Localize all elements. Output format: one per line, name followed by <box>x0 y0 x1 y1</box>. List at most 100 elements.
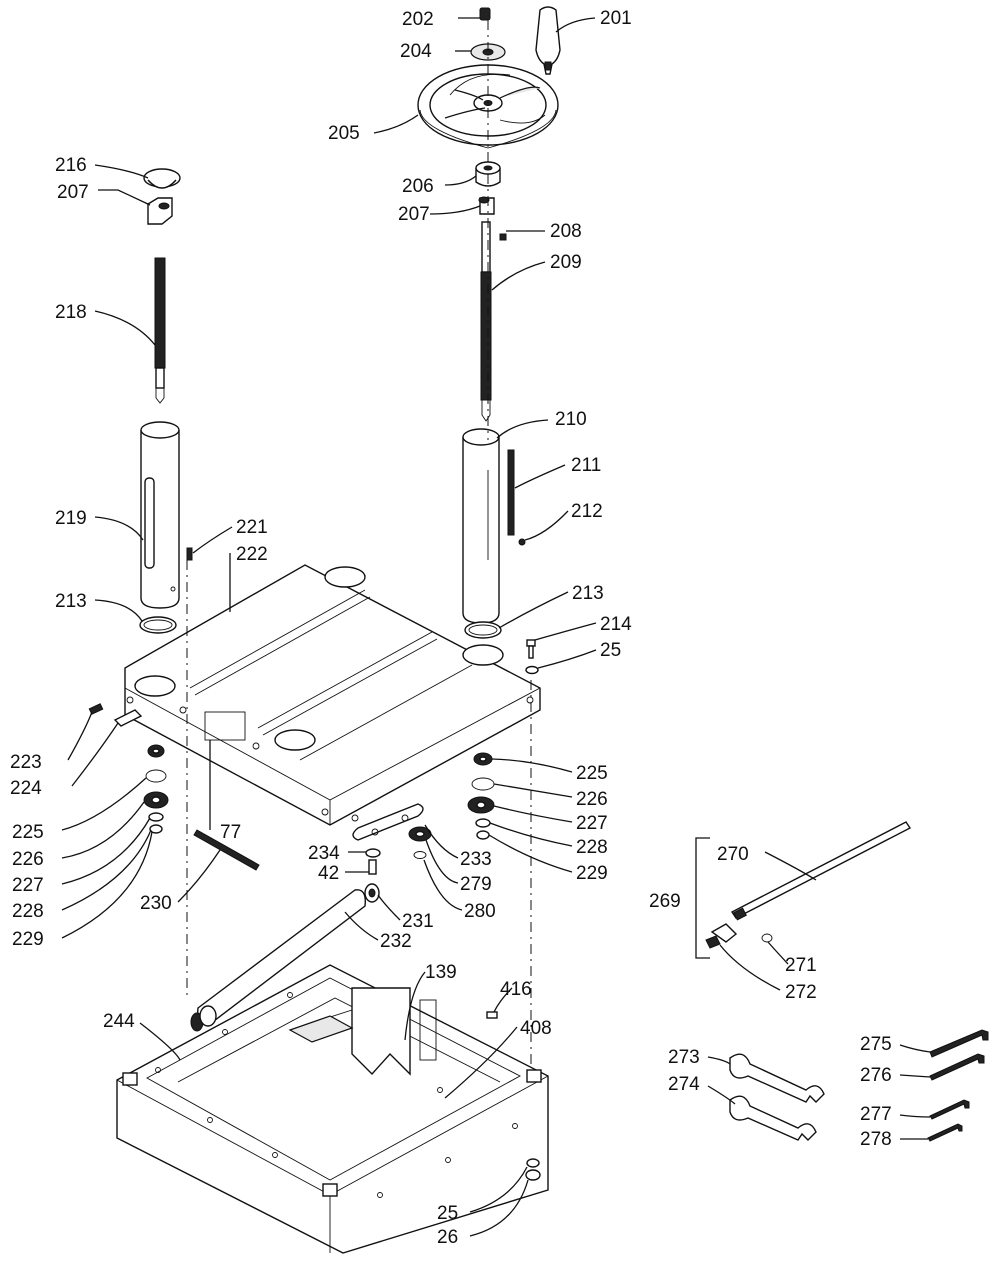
label-221: 221 <box>236 517 268 538</box>
label-208: 208 <box>550 221 582 242</box>
nut-229-left <box>149 824 163 834</box>
label-210: 210 <box>555 409 587 430</box>
label-234: 234 <box>308 843 340 864</box>
washer-228-right <box>475 818 491 828</box>
screw-212 <box>518 538 526 546</box>
label-219: 219 <box>55 508 87 529</box>
pin-271 <box>761 933 773 943</box>
bolt-42 <box>368 859 377 875</box>
bracket-269 <box>695 837 710 959</box>
hex-key-275 <box>929 1029 989 1058</box>
ring-213-right <box>464 621 502 639</box>
roller-232 <box>190 889 366 1032</box>
leader-lines <box>61 17 931 1237</box>
hex-key-278 <box>927 1123 963 1142</box>
shaft-224 <box>113 709 143 727</box>
screw-202 <box>479 7 491 21</box>
bracket-233 <box>352 803 424 841</box>
pin-223 <box>88 703 104 715</box>
label-416: 416 <box>500 979 532 1000</box>
label-408: 408 <box>520 1018 552 1039</box>
label-270: 270 <box>717 844 749 865</box>
label-209: 209 <box>550 252 582 273</box>
washer-234 <box>365 848 381 858</box>
label-280: 280 <box>464 901 496 922</box>
crank-272 <box>705 923 738 949</box>
label-228-right: 228 <box>576 837 608 858</box>
label-226-left: 226 <box>12 849 44 870</box>
label-207-right: 207 <box>398 204 430 225</box>
wrench-274 <box>729 1095 817 1141</box>
label-229-right: 229 <box>576 863 608 884</box>
leadscrew-209 <box>480 221 492 422</box>
rack-211 <box>507 449 515 536</box>
label-231: 231 <box>402 911 434 932</box>
label-228-left: 228 <box>12 901 44 922</box>
label-222: 222 <box>236 544 268 565</box>
label-26: 26 <box>437 1227 458 1248</box>
label-233: 233 <box>460 849 492 870</box>
label-25-bottom: 25 <box>437 1203 458 1224</box>
handle-201 <box>535 6 561 75</box>
label-232: 232 <box>380 931 412 952</box>
column-219 <box>140 421 180 609</box>
pin-221 <box>186 547 193 561</box>
label-25-top: 25 <box>600 640 621 661</box>
washer-25-top <box>525 665 539 675</box>
label-207-left: 207 <box>57 182 89 203</box>
hex-key-276 <box>929 1053 985 1081</box>
chain-230 <box>193 829 260 871</box>
label-213-right: 213 <box>572 583 604 604</box>
handwheel-205 <box>417 64 559 149</box>
label-223: 223 <box>10 752 42 773</box>
nut-229-right <box>476 830 490 840</box>
sprocket-227-left <box>143 791 169 809</box>
sprocket-227-right <box>467 796 495 814</box>
bearing-225-right <box>473 752 493 766</box>
label-77: 77 <box>220 822 241 843</box>
label-201: 201 <box>600 8 632 29</box>
label-274: 274 <box>668 1074 700 1095</box>
label-272: 272 <box>785 982 817 1003</box>
label-214: 214 <box>600 614 632 635</box>
bushing-231 <box>364 883 380 903</box>
base-244 <box>116 964 549 1254</box>
label-279: 279 <box>460 874 492 895</box>
label-244: 244 <box>103 1011 135 1032</box>
label-226-right: 226 <box>576 789 608 810</box>
label-212: 212 <box>571 501 603 522</box>
bracket-207-left <box>147 197 173 225</box>
label-227-left: 227 <box>12 875 44 896</box>
label-275: 275 <box>860 1034 892 1055</box>
label-227-right: 227 <box>576 813 608 834</box>
rod-270 <box>730 821 912 921</box>
clip-226-right <box>471 777 495 791</box>
column-210 <box>462 428 500 624</box>
label-211: 211 <box>571 455 601 476</box>
label-204: 204 <box>400 41 432 62</box>
label-276: 276 <box>860 1065 892 1086</box>
label-225-left: 225 <box>12 822 44 843</box>
label-139: 139 <box>425 962 457 983</box>
label-216: 216 <box>55 155 87 176</box>
wrench-273 <box>729 1053 825 1103</box>
hex-key-277 <box>929 1099 970 1120</box>
label-206: 206 <box>402 176 434 197</box>
label-271: 271 <box>785 955 817 976</box>
label-269: 269 <box>649 891 681 912</box>
clip-226-left <box>145 769 167 783</box>
label-224: 224 <box>10 778 42 799</box>
label-205: 205 <box>328 123 360 144</box>
label-218: 218 <box>55 302 87 323</box>
label-230: 230 <box>140 893 172 914</box>
label-273: 273 <box>668 1047 700 1068</box>
label-229-left: 229 <box>12 929 44 950</box>
nut-26 <box>525 1169 541 1181</box>
bolt-416 <box>486 1011 498 1019</box>
bracket-207-right <box>478 196 495 215</box>
label-213-left: 213 <box>55 591 87 612</box>
callout-labels: 201 202 204 205 206 207 208 209 210 211 … <box>10 8 892 1248</box>
label-202: 202 <box>402 9 434 30</box>
washer-228-left <box>148 812 164 822</box>
